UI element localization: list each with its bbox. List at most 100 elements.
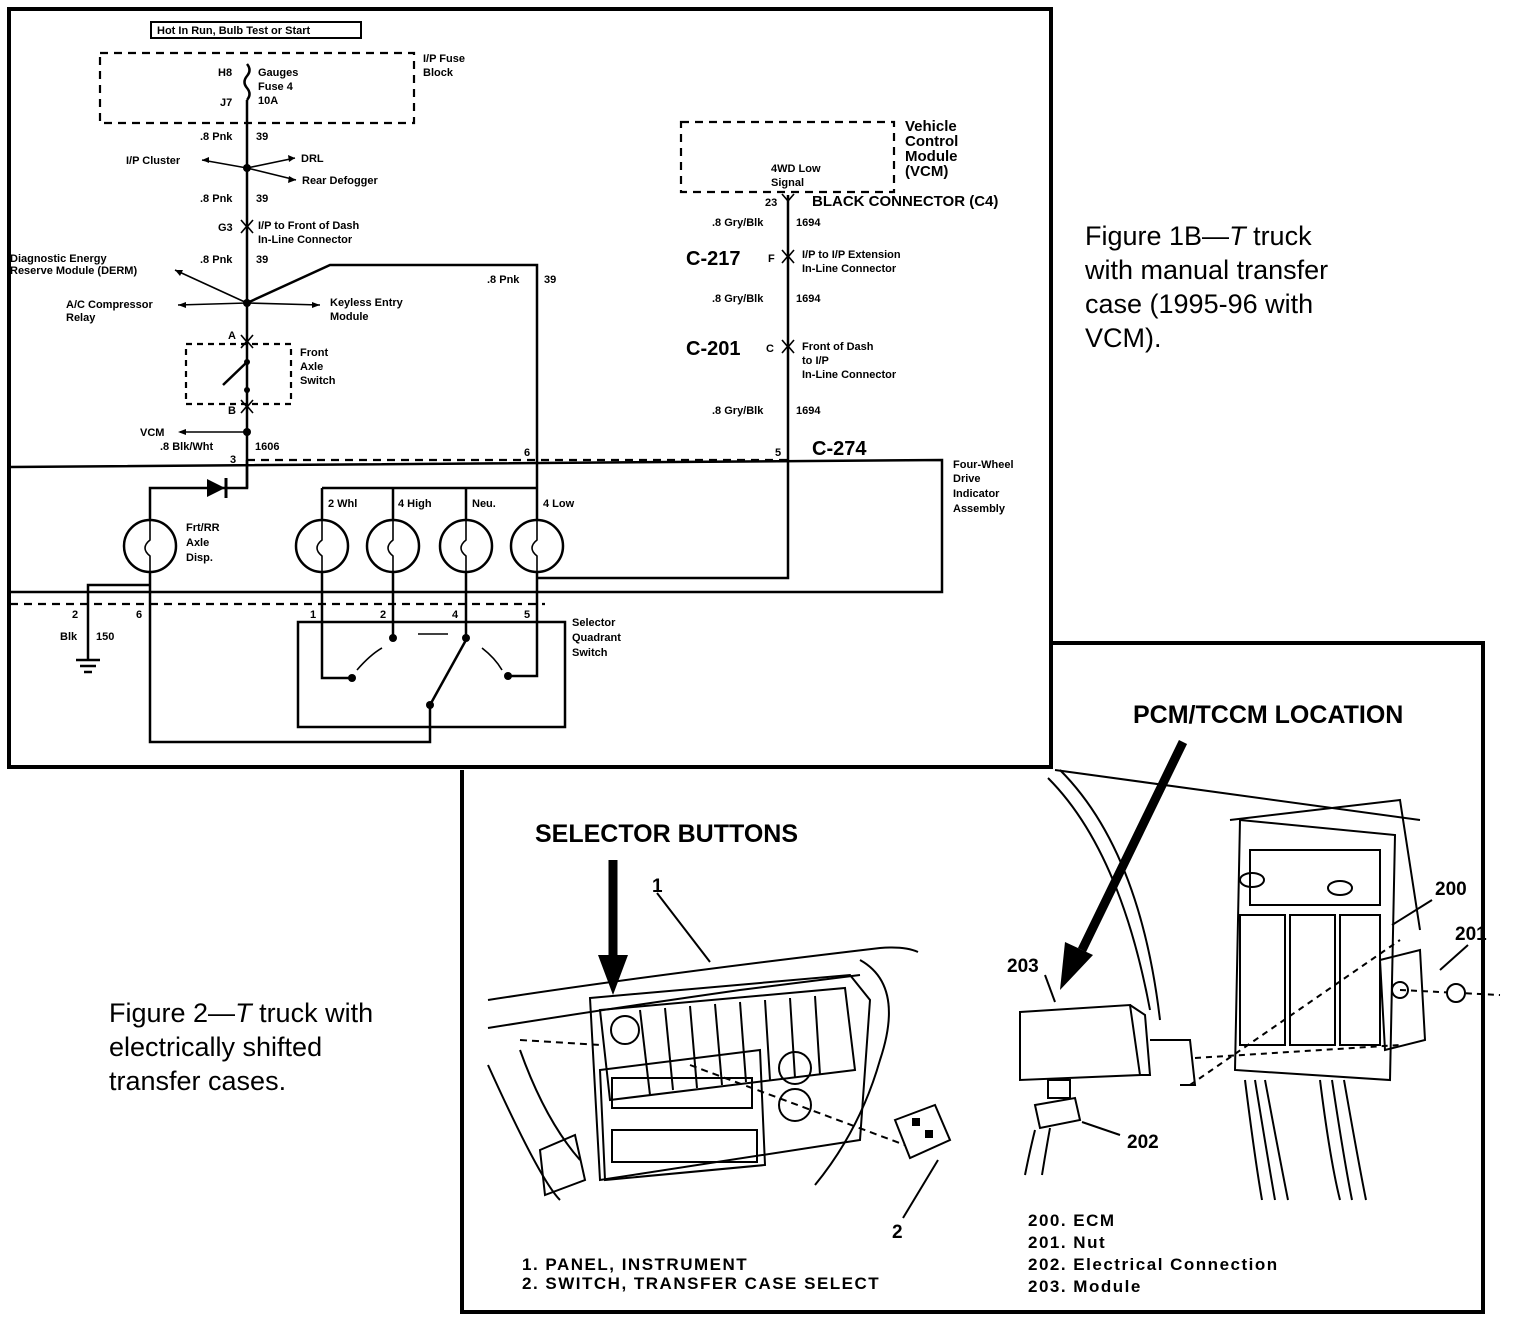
fuse-term-bottom: J7 — [220, 97, 232, 109]
wire-ac — [177, 302, 248, 306]
c201-line1: Front of Dash — [802, 341, 874, 353]
wire-ip-cluster — [201, 159, 248, 169]
lamp-2whl — [294, 518, 350, 574]
label-ac-2: Relay — [66, 312, 96, 324]
switch-arc-left — [356, 647, 383, 671]
label-front-axle-1: Front — [300, 347, 328, 359]
arrow-ac — [178, 302, 186, 308]
callout-200: 200 — [1435, 879, 1467, 900]
callout-201: 201 — [1455, 924, 1487, 945]
wire-gry-2: .8 Gry/Blk — [712, 293, 764, 305]
pin-2-bottom: 2 — [72, 609, 78, 621]
circuit-1606: 1606 — [255, 441, 279, 453]
selector-buttons-heading: SELECTOR BUTTONS — [535, 820, 798, 848]
pin-5-top: 5 — [775, 447, 781, 459]
label-vcm-tap: VCM — [140, 427, 164, 439]
fuse-block-title-2: Block — [423, 67, 454, 79]
caption-1b-line1: Figure 1B—T truck — [1085, 221, 1312, 251]
fuse-block-title-1: I/P Fuse — [423, 53, 465, 65]
c217-label: C-217 — [686, 248, 740, 270]
switch-contact-4 — [462, 634, 470, 642]
pin-1-bottom: 1 — [310, 609, 316, 621]
circuit-1694-2: 1694 — [796, 293, 821, 305]
pin-3: 3 — [230, 454, 236, 466]
label-ac-1: A/C Compressor — [66, 299, 154, 311]
wire-blk-wht: .8 Blk/Wht — [160, 441, 214, 453]
callout-2: 2 — [892, 1222, 903, 1243]
connector-g3-symbol — [240, 219, 254, 234]
caption-2: Figure 2—T truck with electrically shift… — [109, 998, 373, 1096]
circuit-39-right: 39 — [544, 274, 556, 286]
lamp-neu — [438, 518, 494, 574]
label-keyless-2: Module — [330, 311, 369, 323]
fwd-label-4: Assembly — [953, 503, 1006, 515]
selector-quadrant-switch-box — [296, 620, 567, 729]
wire-switch-common — [148, 604, 432, 744]
fwd-label-3: Indicator — [953, 488, 1000, 500]
selector-arrow — [598, 860, 628, 995]
wire-derm — [174, 269, 248, 304]
label-drl: DRL — [301, 153, 324, 165]
vcm-title-2: Control — [905, 133, 958, 150]
wire-switch-pos-1 — [320, 604, 352, 680]
vcm-pin-23: 23 — [765, 197, 777, 209]
wire-pnk-2: .8 Pnk — [200, 193, 233, 205]
selector-label-3: Switch — [572, 647, 608, 659]
c201-line2: to I/P — [802, 355, 829, 367]
connector-g3-line2: In-Line Connector — [258, 234, 353, 246]
arrow-rear-defogger — [288, 176, 296, 183]
vcm-signal-2: Signal — [771, 177, 804, 189]
caption-1b-line4: VCM). — [1085, 323, 1162, 353]
figure-2-frame — [460, 641, 1485, 1314]
wire-ground-branch — [86, 583, 150, 604]
switch-wiper — [428, 639, 468, 706]
pin-6-bottom: 6 — [136, 609, 142, 621]
lamp-2whl-label: 2 Whl — [328, 498, 357, 510]
lamp-4low — [509, 518, 565, 574]
pcm-location-heading: PCM/TCCM LOCATION — [1133, 701, 1403, 729]
c201-label: C-201 — [686, 338, 740, 360]
switch-contact-bottom — [244, 387, 250, 393]
c217-line2: In-Line Connector — [802, 263, 897, 275]
c201-pin: C — [766, 343, 774, 355]
legend-item-201: 201. Nut — [1028, 1233, 1106, 1252]
label-derm-1: Diagnostic Energy — [10, 253, 107, 265]
lamp-4high-label: 4 High — [398, 498, 432, 510]
caption-2-line2: electrically shifted — [109, 1032, 322, 1062]
diode-symbol — [207, 479, 225, 497]
pin-6-top: 6 — [524, 447, 530, 459]
caption-1b-line3: case (1995-96 with — [1085, 289, 1313, 319]
pin-5-bottom: 5 — [524, 609, 530, 621]
c217-pin: F — [768, 253, 775, 265]
wire-drl — [246, 157, 296, 169]
pin-b: B — [228, 405, 236, 417]
circuit-150: 150 — [96, 631, 114, 643]
fuse-term-top: H8 — [218, 67, 232, 79]
caption-2-line1: Figure 2—T truck with — [109, 998, 373, 1028]
wire-rear-defogger — [246, 167, 297, 181]
label-front-axle-2: Axle — [300, 361, 323, 373]
wire-pnk-1: .8 Pnk — [200, 131, 233, 143]
circuit-1694-3: 1694 — [796, 405, 821, 417]
indicator-assembly-box — [9, 458, 944, 594]
instrument-panel-illustration — [487, 892, 952, 1219]
black-connector-label: BLACK CONNECTOR (C4) — [812, 193, 998, 210]
selector-label-1: Selector — [572, 617, 616, 629]
fuse-name-1: Gauges — [258, 67, 298, 79]
callout-203: 203 — [1007, 956, 1039, 977]
wire-keyless — [246, 302, 321, 306]
circuit-1694-1: 1694 — [796, 217, 821, 229]
legend-item-1: 1. PANEL, INSTRUMENT — [522, 1255, 748, 1274]
vcm-title-4: (VCM) — [905, 163, 948, 180]
label-derm-2: Reserve Module (DERM) — [10, 265, 137, 277]
front-axle-switch-box — [184, 342, 293, 406]
arrow-vcm-tap — [178, 429, 186, 435]
connector-b-symbol — [240, 399, 254, 414]
pcm-arrow — [1060, 740, 1188, 990]
c201-symbol — [781, 339, 795, 354]
caption-2-line3: transfer cases. — [109, 1066, 286, 1096]
caption-1b: Figure 1B—T truck with manual transfer c… — [1084, 221, 1328, 353]
vcm-signal-1: 4WD Low — [771, 163, 821, 175]
circuit-39-3: 39 — [256, 254, 268, 266]
